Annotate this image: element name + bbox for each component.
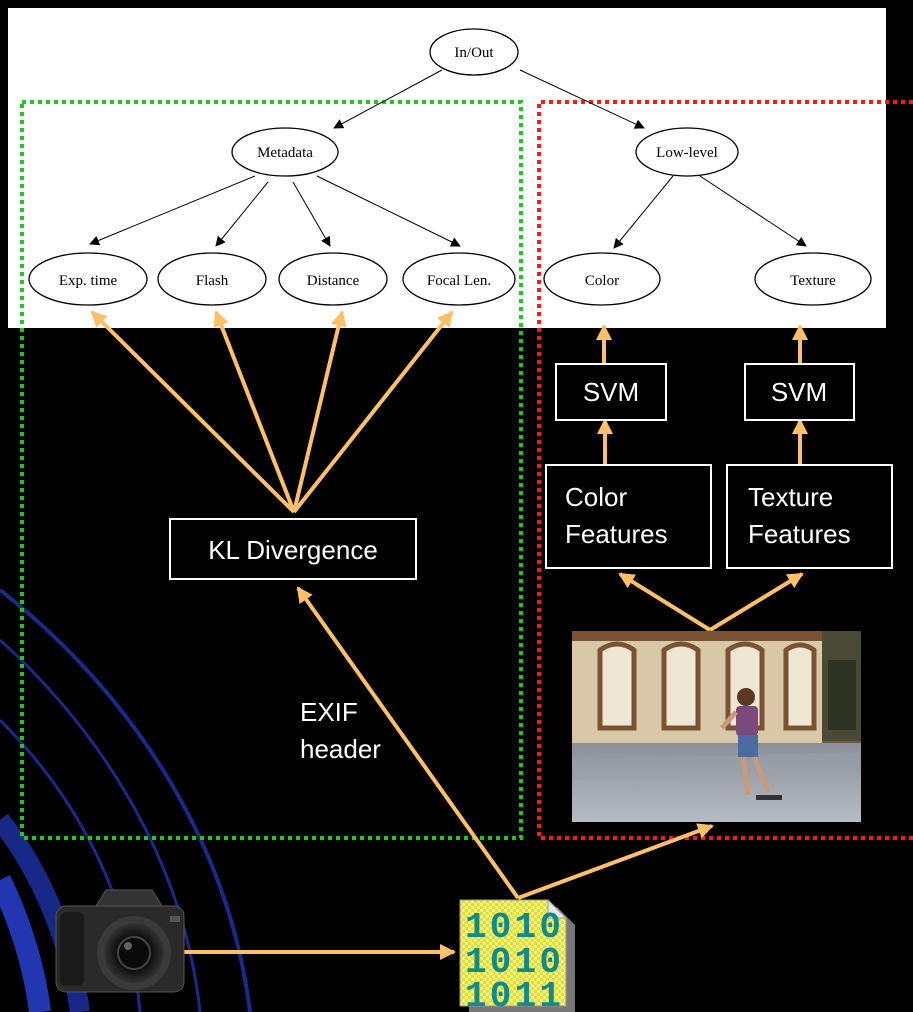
box-label: SVM [583,377,639,407]
arrow-kl-to-flash [213,310,296,513]
node-label: In/Out [454,45,494,61]
camera-icon [55,889,185,993]
color-features-box: Color Features [545,464,712,569]
texture-features-box: Texture Features [726,464,893,569]
arrow-file-to-kl [296,586,520,900]
exif-label-line1: EXIF [300,697,358,727]
node-label: Color [585,273,619,289]
box-label-line2: Features [748,519,851,549]
svm-box-texture: SVM [744,363,855,421]
tree-node-exp-time: Exp. time [28,252,148,306]
tree-node-color: Color [543,252,661,306]
arrow-photo-to-texturefeat [708,572,804,632]
exif-label-line2: header [300,734,381,764]
arrow-kl-to-distance [292,310,347,513]
box-label-line1: Color [565,482,627,512]
node-label: Focal Len. [427,273,491,289]
flow-arrows [90,310,808,960]
tree-node-texture: Texture [754,252,872,306]
kl-divergence-box: KL Divergence [169,518,417,580]
arrow-kl-to-focal-len [292,310,454,514]
box-label-line1: Texture [748,482,833,512]
node-label: Exp. time [59,273,118,289]
metadata-region-border [20,100,523,840]
node-label: Metadata [257,145,313,161]
node-label: Texture [790,273,836,289]
arrow-file-to-photo [517,823,714,900]
tree-node-metadata: Metadata [231,127,339,177]
box-label: SVM [771,377,827,407]
node-label: Flash [196,273,229,289]
exif-header-label: EXIF header [300,697,381,764]
tree-node-lowlevel: Low-level [635,127,739,177]
lowlevel-region-border [537,100,913,840]
tree-node-root: In/Out [429,28,519,76]
box-label-line2: Features [565,519,668,549]
tree-node-flash: Flash [157,252,267,306]
tree-edges [89,69,807,249]
tree-node-distance: Distance [278,252,388,306]
node-label: Low-level [656,145,718,161]
box-label: KL Divergence [208,535,378,565]
node-label: Distance [307,273,360,289]
arrow-photo-to-colorfeat [618,572,712,632]
photo-thumbnail [572,631,861,822]
svm-box-color: SVM [555,363,667,421]
arrow-kl-to-exp-time [90,310,296,514]
tree-node-focal-len: Focal Len. [402,252,516,306]
binary-file-icon: 1010 1010 1011 [459,898,575,1012]
